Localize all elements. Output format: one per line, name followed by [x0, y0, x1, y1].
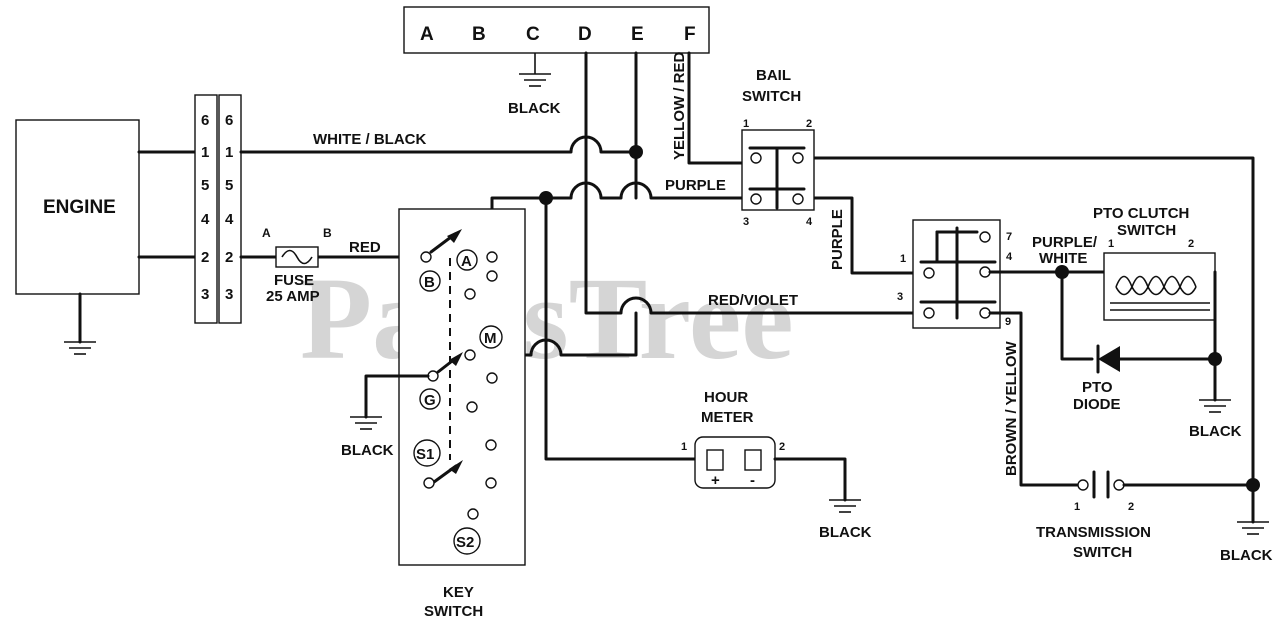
connector-pin-label: E — [631, 24, 644, 45]
transmission-pin-2: 2 — [1128, 501, 1134, 513]
engine-ground-symbol — [64, 292, 96, 355]
connector-pin-label: D — [578, 24, 592, 45]
ground-label-connector-c: BLACK — [508, 100, 561, 117]
ground-label-main: BLACK — [1220, 547, 1273, 564]
fuse-term-b: B — [323, 226, 332, 240]
key-terminal-s2: S2 — [456, 534, 474, 551]
wire-label-red-violet: RED/VIOLET — [708, 292, 798, 309]
key-switch-title-line1: KEY — [443, 584, 474, 601]
plug-pin-label: 3 — [201, 286, 209, 303]
ground-label-pto-clutch: BLACK — [1189, 423, 1242, 440]
wire-label-purple-top: PURPLE — [665, 177, 726, 194]
ground-label-hour-meter: BLACK — [819, 524, 872, 541]
pto-clutch-coil — [1110, 275, 1210, 311]
transmission-switch-title-line1: TRANSMISSION — [1036, 524, 1151, 541]
connector-pins: A B C D E F — [420, 24, 696, 45]
ground-label-key-g: BLACK — [341, 442, 394, 459]
engine-box — [15, 119, 140, 295]
transmission-pin-1: 1 — [1074, 501, 1080, 513]
plug-pins-left: 6 1 5 4 2 3 — [201, 112, 210, 303]
bail-pin-1: 1 — [743, 118, 749, 130]
pto-diode-label-line2: DIODE — [1073, 396, 1121, 413]
wire-label-purple-white-line1: PURPLE/ — [1032, 234, 1098, 251]
hour-meter-ground-symbol — [829, 499, 861, 513]
plug-pin-label: 5 — [201, 177, 209, 194]
pto-switch-pin-1: 1 — [900, 253, 906, 265]
bail-pin-2: 2 — [806, 118, 812, 130]
wire-label-purple-white-line2: WHITE — [1039, 250, 1087, 267]
engine-label: ENGINE — [43, 197, 116, 218]
bail-switch-title-line2: SWITCH — [742, 88, 801, 105]
pto-diode — [1096, 344, 1120, 374]
bail-switch-title-line1: BAIL — [756, 67, 791, 84]
pto-clutch-pin-1: 1 — [1108, 238, 1114, 250]
key-g-ground-symbol — [350, 416, 382, 430]
wire-label-brown-yellow: BROWN / YELLOW — [1003, 340, 1020, 476]
key-terminal-m: M — [484, 330, 497, 347]
hour-meter-pin-1: 1 — [681, 441, 687, 453]
wire-label-yellow-red: YELLOW / RED — [671, 52, 688, 161]
fuse-label-line2: 25 AMP — [266, 288, 320, 305]
hour-meter-pin-2: 2 — [779, 441, 785, 453]
pto-switch-pin-9: 9 — [1005, 316, 1011, 328]
key-terminal-s1: S1 — [416, 446, 434, 463]
plug-pin-label: 1 — [201, 144, 209, 161]
pto-switch-contacts — [919, 226, 997, 320]
wire-label-purple-vertical: PURPLE — [829, 209, 846, 270]
transmission-switch-title-line2: SWITCH — [1073, 544, 1132, 561]
connector-pin-label: C — [526, 24, 540, 45]
wire-white-black — [239, 135, 638, 154]
connector-pin-label: A — [420, 24, 434, 45]
pto-switch-pin-4: 4 — [1006, 251, 1013, 263]
pto-clutch-title-line1: PTO CLUTCH — [1093, 205, 1189, 222]
connector-pin-label: B — [472, 24, 486, 45]
engine-plug — [194, 94, 242, 324]
connector-pin-label: F — [684, 24, 696, 45]
pto-switch-pin-3: 3 — [897, 291, 903, 303]
plug-pin-label: 6 — [201, 112, 209, 129]
fuse-term-a: A — [262, 226, 271, 240]
connector-block — [403, 6, 710, 54]
hour-meter-title-line1: HOUR — [704, 389, 748, 406]
transmission-switch — [1077, 470, 1125, 499]
fuse-label-line1: FUSE — [274, 272, 314, 289]
bail-pin-3: 3 — [743, 216, 749, 228]
key-terminal-a: A — [461, 253, 472, 270]
wire-label-white-black: WHITE / BLACK — [313, 131, 426, 148]
main-ground-symbol — [1237, 483, 1269, 535]
plug-pin-label: 2 — [225, 249, 233, 266]
wire-purple-key-to-bail — [490, 181, 930, 275]
plug-pin-label: 1 — [225, 144, 233, 161]
hour-meter-title-line2: METER — [701, 409, 754, 426]
plug-pin-label: 2 — [201, 249, 209, 266]
wire-label-red: RED — [349, 239, 381, 256]
plug-pin-label: 4 — [225, 211, 234, 228]
pto-diode-label-line1: PTO — [1082, 379, 1113, 396]
pto-switch-pin-7: 7 — [1006, 231, 1012, 243]
pto-clutch-pin-2: 2 — [1188, 238, 1194, 250]
hour-meter-plus: + — [711, 472, 720, 489]
plug-pin-label: 5 — [225, 177, 233, 194]
hour-meter-minus: - — [750, 472, 755, 489]
key-terminal-g: G — [424, 392, 436, 409]
hour-meter-terminals — [706, 449, 762, 471]
key-switch-terminal-labels: A B M G S1 S2 — [413, 249, 503, 555]
pto-clutch-title-line2: SWITCH — [1117, 222, 1176, 239]
fuse — [275, 246, 319, 268]
pto-clutch-ground-symbol — [1199, 357, 1231, 413]
plug-pin-label: 4 — [201, 211, 210, 228]
key-terminal-b: B — [424, 274, 435, 291]
key-switch-title-line2: SWITCH — [424, 603, 483, 620]
plug-pin-label: 3 — [225, 286, 233, 303]
plug-pin-label: 6 — [225, 112, 233, 129]
connector-c-ground-symbol — [519, 53, 551, 87]
plug-pins-right: 6 1 5 4 2 3 — [225, 112, 234, 303]
bail-switch-contacts — [748, 146, 806, 210]
bail-pin-4: 4 — [806, 216, 813, 228]
